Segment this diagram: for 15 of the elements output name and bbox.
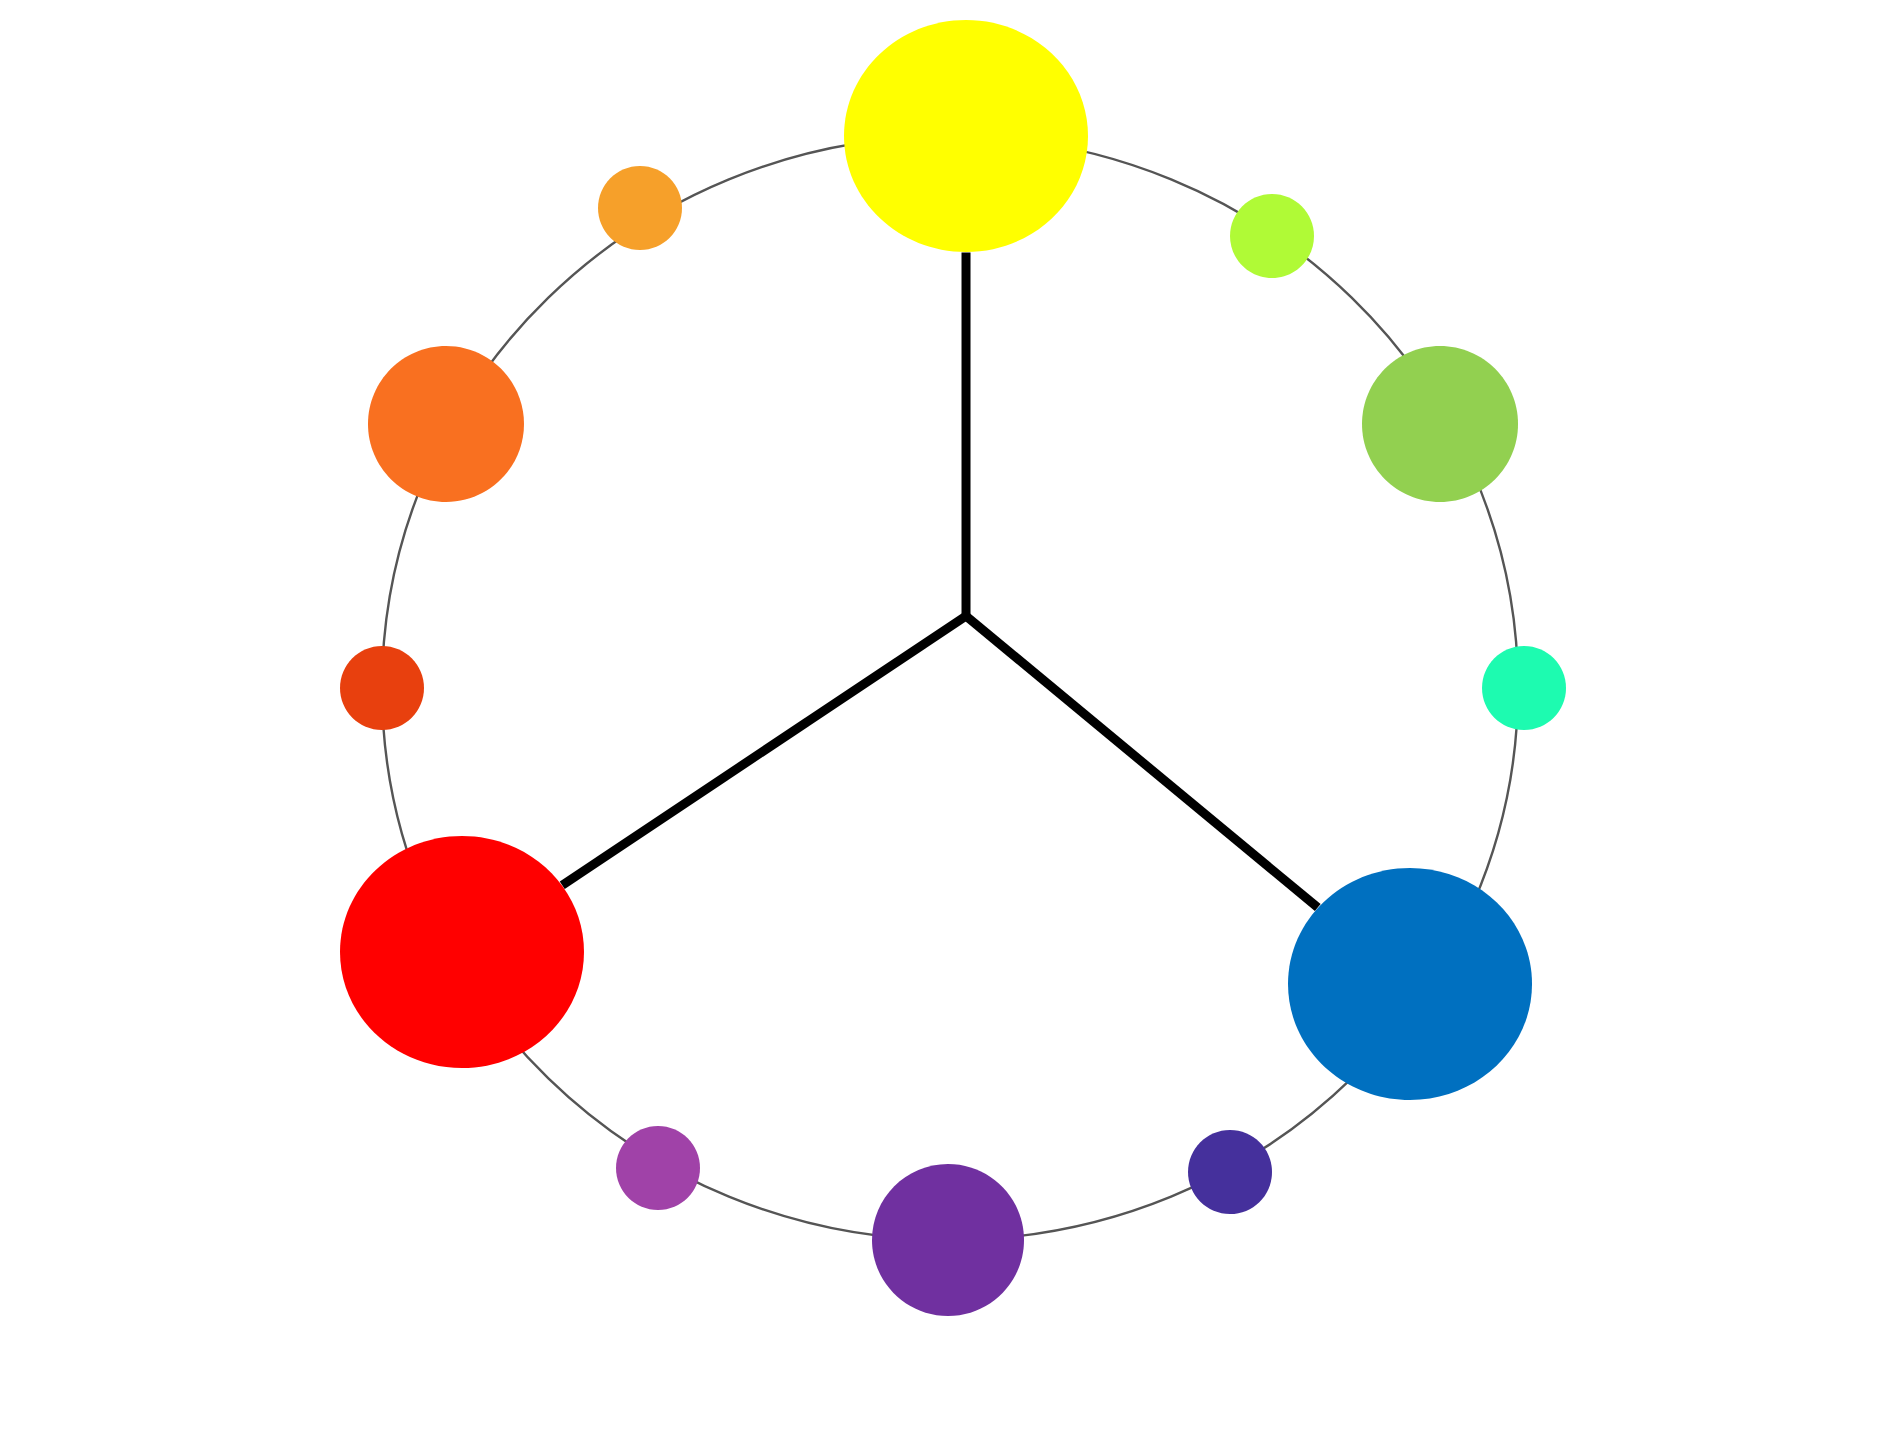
color-circle (872, 1164, 1024, 1316)
color-circle (368, 346, 524, 502)
color-circle (340, 836, 584, 1068)
color-circle (1230, 194, 1314, 278)
color-circle (1362, 346, 1518, 502)
color-circle (1188, 1130, 1272, 1214)
spoke-line (559, 612, 969, 889)
color-circle (598, 166, 682, 250)
color-circle (340, 646, 424, 730)
spoke-line (961, 252, 971, 616)
spoke-line (963, 612, 1321, 911)
color-circle (1482, 646, 1566, 730)
color-circle (1288, 868, 1532, 1100)
color-circle (616, 1126, 700, 1210)
color-circle (844, 20, 1088, 252)
